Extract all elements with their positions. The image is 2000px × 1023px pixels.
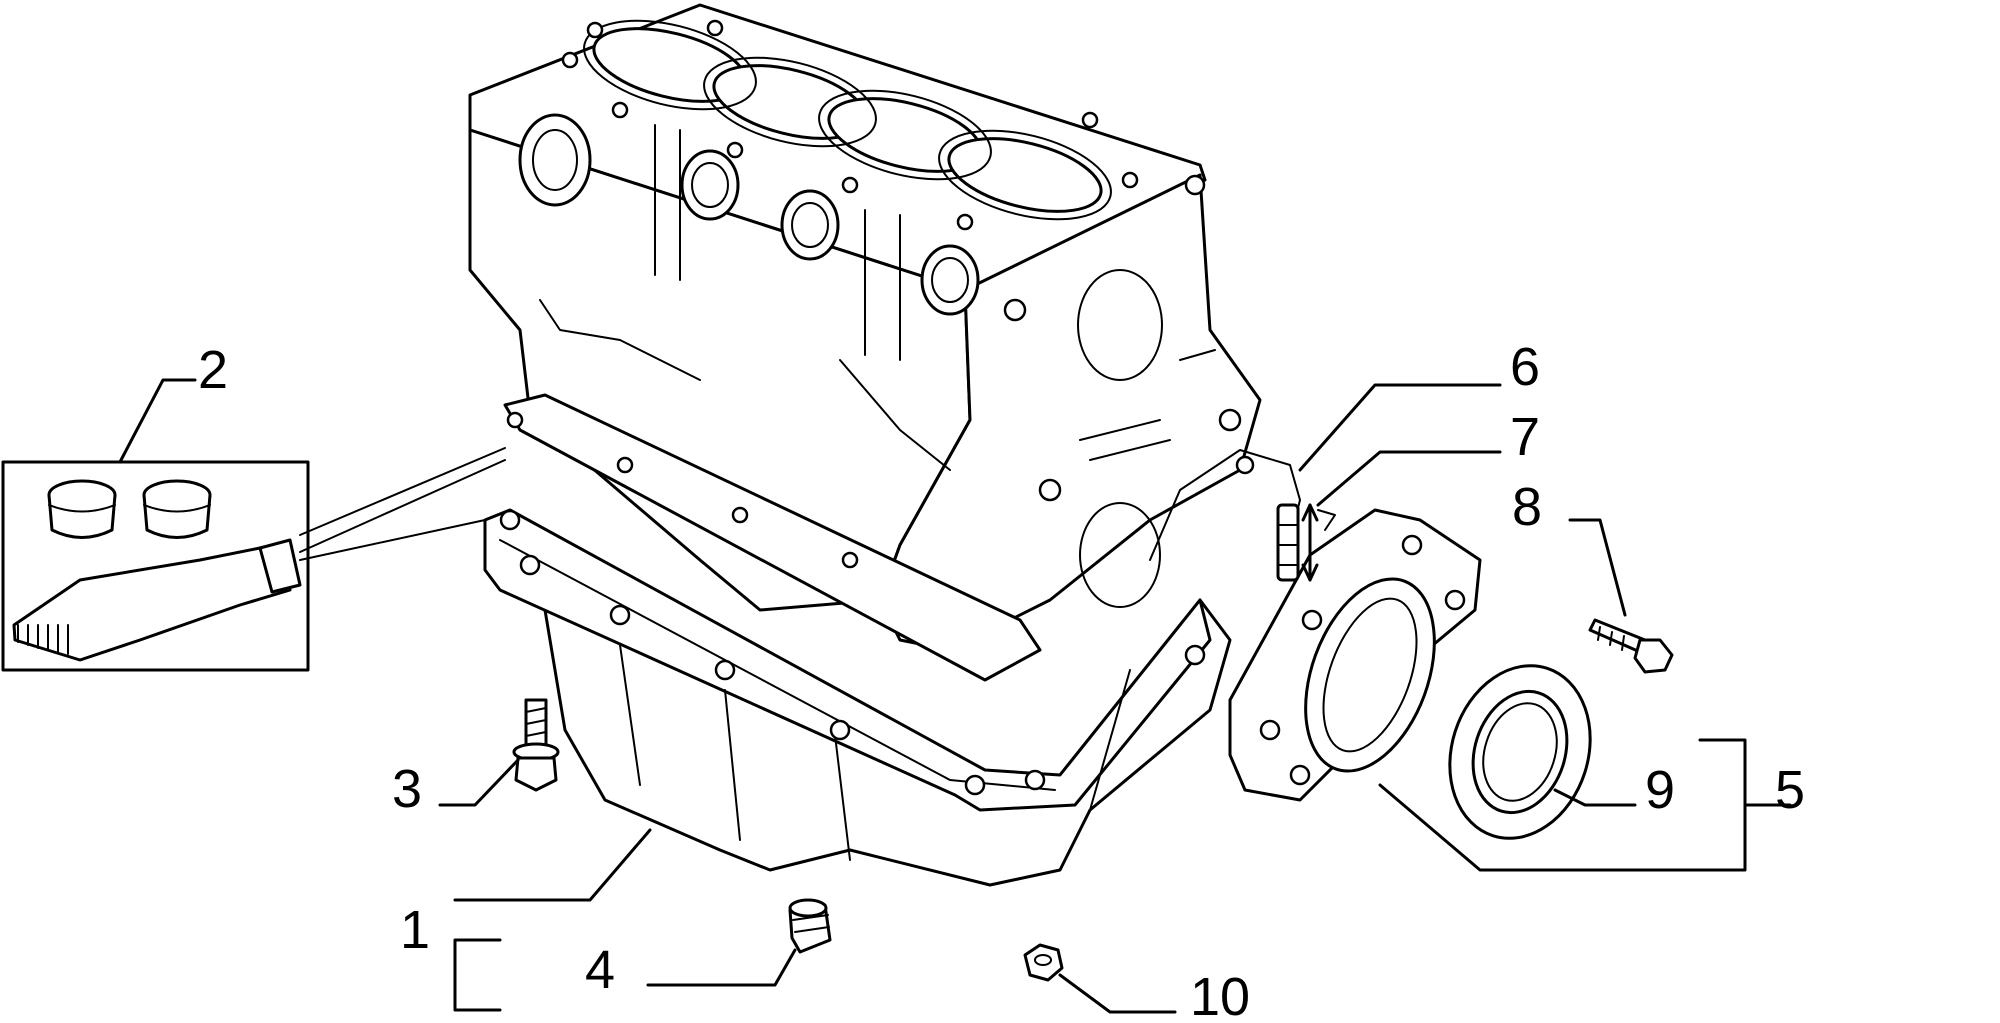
callout-4: 4 (585, 940, 615, 1000)
gasket-frame (503, 393, 1042, 682)
nut-10 (1023, 943, 1064, 982)
seal-housing (1228, 508, 1482, 802)
callout-6: 6 (1510, 337, 1540, 397)
kit-leader-lines (299, 447, 506, 561)
callout-10: 10 (1190, 967, 1250, 1018)
engine-block (468, 3, 1301, 652)
oil-pan (483, 508, 1232, 887)
bolt-8 (1588, 618, 1674, 674)
callout-labels: 1 2 3 4 5 6 7 8 9 10 (198, 337, 1805, 1023)
callout-7: 7 (1510, 407, 1540, 467)
callout-leaders (118, 378, 1792, 1014)
callout-9: 9 (1645, 760, 1675, 820)
sealant-kit-box (1, 460, 310, 672)
callout-5: 5 (1775, 760, 1805, 820)
drain-plug (788, 898, 832, 954)
callout-1: 1 (400, 900, 430, 960)
bolt-3 (512, 698, 560, 792)
callout-3: 3 (392, 759, 422, 819)
callout-2: 2 (198, 340, 228, 400)
callout-8: 8 (1512, 477, 1542, 537)
dowel-pin (1276, 503, 1336, 582)
oil-seal (1448, 664, 1592, 840)
